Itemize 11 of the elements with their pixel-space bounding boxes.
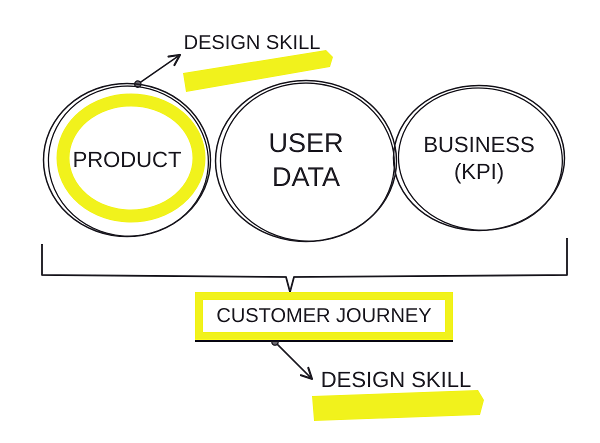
annotation-text: DESIGN SKILL	[312, 362, 480, 398]
circle-node	[214, 79, 398, 243]
circle-node	[42, 82, 212, 238]
box-label: CUSTOMER JOURNEY	[216, 304, 432, 328]
arrow	[134, 54, 182, 88]
circle-node	[392, 84, 566, 232]
circle-label: PRODUCT	[72, 146, 182, 174]
circle-label: USER DATA	[267, 127, 344, 194]
highlighted-box	[195, 292, 453, 342]
annotation-text: DESIGN SKILL	[180, 26, 324, 60]
circle-label: BUSINESS (KPI)	[422, 130, 536, 186]
